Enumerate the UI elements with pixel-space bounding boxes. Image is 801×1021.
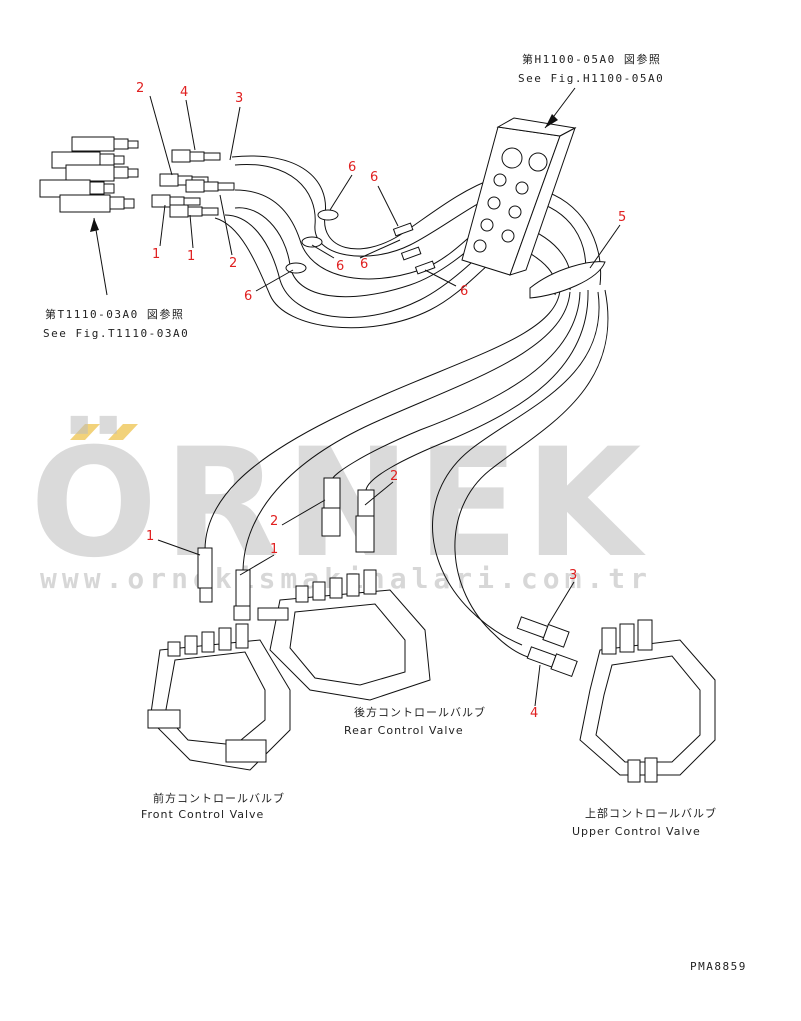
callout-2-d: 2 xyxy=(390,469,398,484)
callout-2-b: 2 xyxy=(229,256,237,271)
front-valve-label-en: Front Control Valve xyxy=(141,808,264,821)
ref-left-jp: 第T1110-03A0 図参照 xyxy=(45,307,184,321)
callout-2-c: 2 xyxy=(270,514,278,529)
callout-1-c: 1 xyxy=(146,529,154,544)
clamps xyxy=(285,209,436,275)
left-couplers xyxy=(39,136,139,213)
callout-6-d: 6 xyxy=(360,257,368,272)
mid-fittings xyxy=(197,477,578,678)
rear-valve-label-en: Rear Control Valve xyxy=(344,724,464,737)
watermark-url: www.ornekismakinalari.com.tr xyxy=(40,562,652,595)
callout-6-e: 6 xyxy=(244,289,252,304)
drawing-code: PMA8859 xyxy=(690,960,747,973)
watermark-accent-right xyxy=(108,424,138,440)
ref-left-en: See Fig.T1110-03A0 xyxy=(43,327,189,340)
front-control-valve xyxy=(147,623,291,771)
ref-top-right-en: See Fig.H1100-05A0 xyxy=(518,72,664,85)
band-clamp xyxy=(529,261,606,299)
callout-1-a: 1 xyxy=(152,247,160,262)
control-box xyxy=(461,117,577,276)
callout-3-b: 3 xyxy=(569,568,577,583)
watermark: ÖRNEK www.ornekismakinalari.com.tr xyxy=(30,415,652,595)
callout-4-b: 4 xyxy=(530,706,538,721)
ref-top-right-jp: 第H1100-05A0 図参照 xyxy=(522,52,661,66)
callout-1-b: 1 xyxy=(187,249,195,264)
callouts: 2 4 3 1 1 2 6 6 6 6 6 6 5 1 1 2 2 3 4 xyxy=(136,81,626,721)
upper-left-fittings xyxy=(151,149,235,218)
callout-4-a: 4 xyxy=(180,85,188,100)
callout-6-f: 6 xyxy=(460,284,468,299)
front-valve-label-jp: 前方コントロールバルブ xyxy=(153,791,285,805)
rear-control-valve xyxy=(257,569,431,701)
callout-1-d: 1 xyxy=(270,542,278,557)
rear-valve-label-jp: 後方コントロールバルブ xyxy=(354,705,486,719)
callout-6-a: 6 xyxy=(348,160,356,175)
upper-control-valve xyxy=(579,619,716,783)
callout-6-b: 6 xyxy=(370,170,378,185)
leader-lines xyxy=(90,87,621,707)
upper-valve-label-en: Upper Control Valve xyxy=(572,825,701,838)
callout-2-a: 2 xyxy=(136,81,144,96)
watermark-accent-left xyxy=(70,424,100,440)
callout-5: 5 xyxy=(618,210,626,225)
callout-3-a: 3 xyxy=(235,91,243,106)
callout-6-c: 6 xyxy=(336,259,344,274)
labels: 第H1100-05A0 図参照 See Fig.H1100-05A0 第T111… xyxy=(43,52,747,973)
upper-valve-label-jp: 上部コントロールバルブ xyxy=(585,806,717,820)
